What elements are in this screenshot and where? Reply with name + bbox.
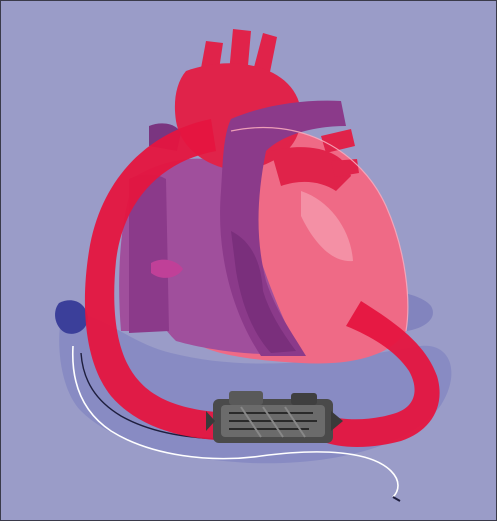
heart-illustration [1,1,496,520]
illustration-frame [0,0,497,521]
